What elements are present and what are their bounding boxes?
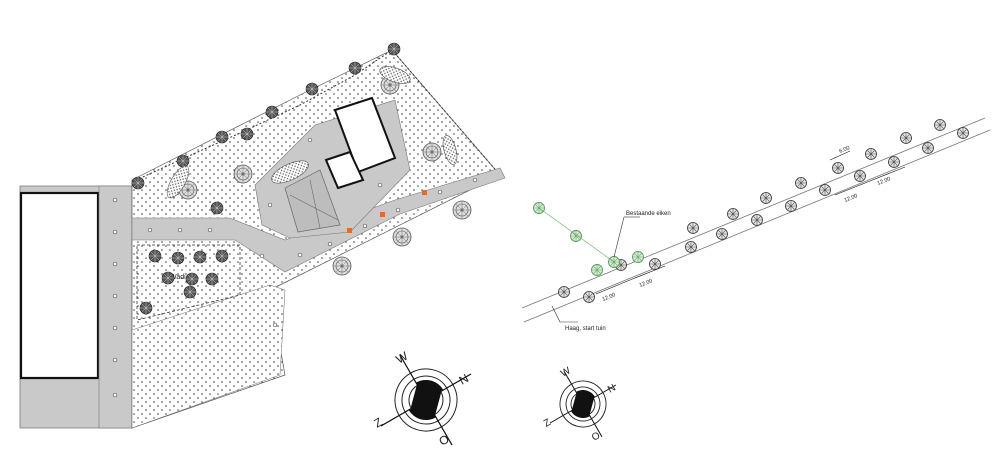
building-outline bbox=[19, 191, 100, 380]
compass-small-o: O bbox=[590, 430, 602, 444]
utility-marker bbox=[422, 190, 427, 195]
dimension-label: 6.00 bbox=[839, 145, 851, 155]
paved-path-vertical bbox=[98, 185, 133, 429]
house-annex bbox=[324, 150, 365, 190]
utility-marker bbox=[347, 228, 352, 233]
compass-small-w: W bbox=[559, 365, 573, 380]
hedge-line bbox=[521, 117, 986, 309]
dimension-label: 12.00 bbox=[639, 278, 654, 289]
north-arrow-small bbox=[549, 370, 617, 438]
paved-access-road bbox=[131, 167, 506, 273]
shrub-bed bbox=[442, 135, 458, 165]
hedge-start-label: Haag, start tuin bbox=[565, 326, 606, 332]
dimension-label: 12.00 bbox=[844, 193, 859, 204]
dimension-label: 12.00 bbox=[877, 176, 892, 187]
shrub-bed bbox=[166, 165, 190, 199]
hedge-line bbox=[523, 129, 991, 323]
compass-small-n: N bbox=[606, 382, 618, 395]
north-arrow-large bbox=[380, 354, 472, 446]
existing-oaks-label: Bestaande eiken bbox=[626, 211, 671, 217]
shrub-bed bbox=[379, 66, 411, 84]
dimension-label: 12.00 bbox=[602, 292, 617, 303]
compass-large-z: Z bbox=[372, 415, 385, 431]
tree-row-detail: Bestaande eiken Haag, start tuin 12.00 1… bbox=[521, 117, 991, 332]
site-plan: Wadi bbox=[19, 42, 506, 429]
shrub-bed bbox=[271, 160, 309, 184]
house-carport bbox=[284, 169, 341, 233]
wadi-label: Wadi bbox=[170, 274, 186, 281]
compass-large-w: W bbox=[394, 348, 411, 366]
compass-large-o: O bbox=[437, 432, 452, 449]
utility-marker bbox=[380, 212, 385, 217]
compass-large-n: N bbox=[457, 371, 472, 387]
paved-lower-strip bbox=[131, 284, 286, 429]
compass-small-z: Z bbox=[542, 417, 553, 430]
